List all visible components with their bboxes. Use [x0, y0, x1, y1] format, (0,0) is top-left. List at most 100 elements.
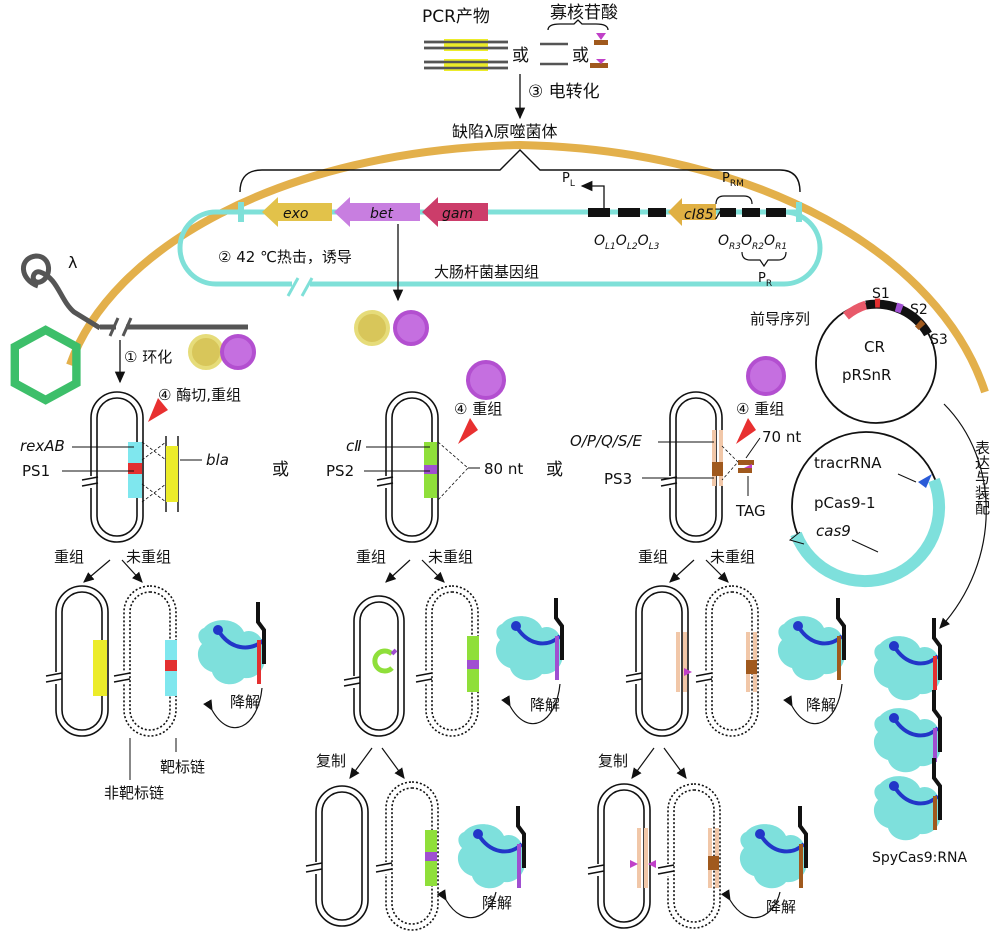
cas9-complex-left [197, 602, 266, 685]
prophage-label: 缺陷λ原噬菌体 [452, 122, 557, 141]
chromosome-right [660, 391, 723, 543]
prm-label: PRM [722, 171, 744, 189]
recomb-left-label: 重组 [54, 548, 84, 566]
cas9-complex-mid [495, 598, 564, 681]
genes-opqse-label: O/P/Q/S/E [570, 432, 642, 450]
degrade-right-label: 降解 [806, 696, 836, 714]
cas9-gene-label: cas9 [816, 522, 851, 540]
cell-wall [66, 140, 989, 394]
gene-bet: bet [334, 197, 420, 227]
bla-fragment [141, 436, 179, 512]
chromosome-right-unrecombined [695, 585, 759, 737]
or-label-4: 或 [546, 460, 563, 480]
recomb-right-label: 重组 [638, 548, 668, 566]
step4-left-label: ④ 酶切,重组 [158, 386, 241, 404]
svg-text:exo: exo [283, 206, 308, 222]
nontarget-strand-label: 非靶标链 [104, 784, 164, 802]
cii-label: cⅡ [346, 437, 362, 455]
s2-label: S2 [910, 302, 928, 318]
oligo-label: 寡核苷酸 [550, 3, 618, 23]
express-label: 表达与装配 [973, 440, 991, 515]
chromosome-right-copy-a [587, 783, 656, 929]
oligo-icon-1 [540, 42, 568, 66]
chromosome-left [81, 391, 144, 543]
cas9-complex-right [777, 598, 846, 681]
copy-mid-label: 复制 [316, 752, 346, 770]
oligo-icon-2 [590, 33, 608, 68]
prsnr-label: pRSnR [842, 366, 891, 384]
unrecomb-left-label: 未重组 [126, 548, 171, 566]
rexab-label: rexAB [20, 437, 65, 455]
nt80-label: 80 nt [484, 460, 523, 478]
degrade-right2-label: 降解 [766, 898, 796, 916]
cut-icon-right [736, 418, 756, 444]
lambda-phage-icon [10, 253, 248, 405]
tag-label: TAG [735, 502, 766, 520]
bet-protein-icon [393, 310, 429, 346]
cas9-complex-right-2 [739, 806, 808, 889]
ps1-label: PS1 [22, 462, 50, 480]
chromosome-mid-unrecombined [415, 585, 479, 737]
recomb-mid-label: 重组 [356, 548, 386, 566]
step4-mid-label: ④ 重组 [454, 400, 502, 418]
chromosome-left-unrecombined [113, 585, 177, 737]
genome-label: 大肠杆菌基因组 [434, 263, 539, 281]
lambda-label: λ [68, 253, 77, 272]
unrecomb-right-label: 未重组 [710, 548, 755, 566]
step4-right-label: ④ 重组 [736, 400, 784, 418]
spycas9-label: SpyCas9:RNA [872, 850, 968, 866]
svg-text:bet: bet [370, 206, 394, 222]
chromosome-mid-recombined [343, 595, 405, 737]
cut-icon-mid [458, 418, 478, 444]
plasmid-prsnr [815, 298, 937, 424]
s3-label: S3 [930, 332, 948, 348]
degrade-mid2-label: 降解 [482, 894, 512, 912]
pcas9-label: pCas9-1 [814, 494, 876, 512]
cas9-complex-mid-2 [457, 806, 526, 889]
unrecomb-mid-label: 未重组 [428, 548, 473, 566]
gene-ci857: cI857 [668, 198, 723, 226]
exo-protein-icon [354, 310, 390, 346]
gene-gam: gam [422, 197, 488, 227]
or-labels: OR3OR2OR1 [718, 233, 787, 252]
pl-label: PL [562, 171, 575, 189]
svg-text:cI857: cI857 [684, 207, 723, 223]
spycas9-complex-1 [873, 618, 942, 701]
nt70-label: 70 nt [762, 428, 801, 446]
or-label-3: 或 [272, 460, 289, 480]
step1-label: ① 环化 [124, 348, 172, 366]
cut-icon-left [148, 398, 168, 422]
ps2-label: PS2 [326, 462, 354, 480]
svg-text:gam: gam [442, 206, 473, 222]
plasmid-pcas9 [788, 431, 946, 588]
degrade-mid-label: 降解 [530, 696, 560, 714]
spycas9-complex-3 [873, 758, 942, 841]
leader-label: 前导序列 [750, 310, 810, 328]
chromosome-right-recombined [625, 585, 692, 737]
step3-label: ③ 电转化 [528, 82, 600, 102]
pcr-product-label: PCR产物 [422, 7, 490, 27]
pcr-product-icon [424, 39, 508, 71]
gene-exo: exo [262, 197, 332, 227]
step2-label: ② 42 ℃热击，诱导 [218, 248, 352, 266]
degrade-left-label: 降解 [230, 693, 260, 711]
pr-label: PR [758, 271, 772, 289]
or-label-1: 或 [512, 46, 529, 66]
ol-labels: OL1OL2OL3 [594, 233, 660, 252]
tracrrna-label: tracrRNA [814, 454, 882, 472]
cr-label: CR [864, 338, 885, 356]
chromosome-left-recombined [45, 585, 109, 737]
chromosome-mid-copy-b [375, 781, 439, 931]
chromosome-right-copy-b [657, 783, 721, 929]
bla-label: bla [206, 451, 229, 469]
spycas9-complex-2 [873, 690, 942, 773]
ps3-label: PS3 [604, 470, 632, 488]
chromosome-mid [376, 391, 439, 543]
target-strand-label: 靶标链 [160, 758, 205, 776]
or-label-2: 或 [572, 46, 589, 66]
chromosome-mid-copy-a [305, 785, 369, 927]
oligo-tag-fragment [721, 437, 761, 496]
copy-right-label: 复制 [598, 752, 628, 770]
s1-label: S1 [872, 286, 890, 302]
